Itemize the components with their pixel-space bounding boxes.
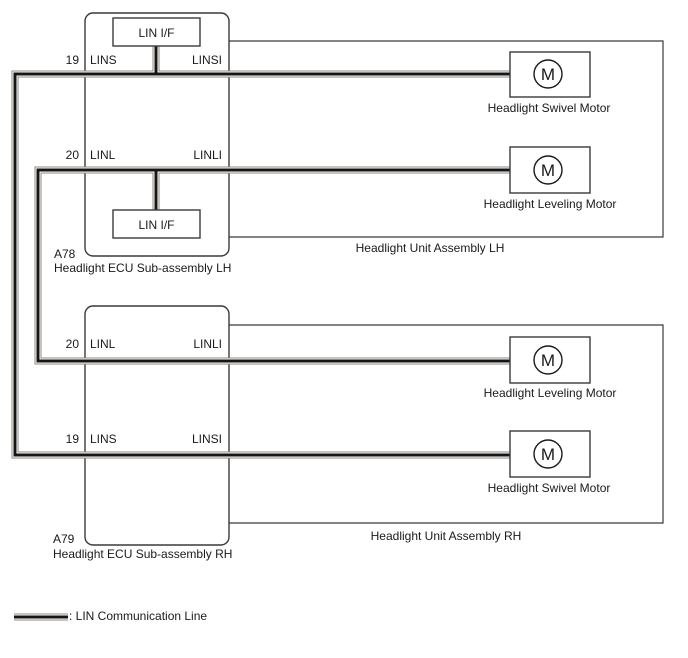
ecu-rh-box (84, 305, 230, 546)
unit-rh-outline (229, 324, 664, 524)
unit-rh-name: Headlight Unit Assembly RH (371, 529, 522, 543)
unit-lh-outline (229, 40, 664, 238)
svg-text:M: M (541, 445, 555, 464)
ecu-lh-pin19-left: LINS (90, 53, 117, 67)
rh-swivel-motor-label: Headlight Swivel Motor (488, 481, 611, 495)
svg-text:M: M (541, 161, 555, 180)
ecu-lh-pin20-right: LINLI (193, 148, 222, 162)
lin-if-bottom-label: LIN I/F (138, 218, 174, 232)
ecu-lh-pin19-number: 19 (66, 53, 80, 67)
lin-line-leveling (34, 166, 510, 365)
ecu-lh-pin19-right: LINSI (192, 53, 222, 67)
lin-if-top-label: LIN I/F (138, 26, 174, 40)
ecu-rh-connector: A79 (53, 532, 75, 546)
ecu-lh-pin20-left: LINL (90, 148, 116, 162)
ecu-rh-name: Headlight ECU Sub-assembly RH (53, 547, 232, 561)
legend-label: : LIN Communication Line (69, 609, 207, 623)
svg-text:M: M (541, 351, 555, 370)
ecu-rh-pin20-right: LINLI (193, 337, 222, 351)
motor-icon (533, 59, 563, 89)
ecu-lh-pin20-number: 20 (66, 148, 80, 162)
rh-leveling-motor-label: Headlight Leveling Motor (484, 386, 617, 400)
ecu-rh-pin20-left: LINL (90, 337, 116, 351)
motor-icon (533, 439, 563, 469)
lh-swivel-motor-label: Headlight Swivel Motor (488, 101, 611, 115)
lin-if-box-bottom (112, 209, 201, 239)
svg-text:M: M (541, 65, 555, 84)
ecu-rh-pin19-number: 19 (66, 432, 80, 446)
ecu-lh-connector: A78 (54, 247, 76, 261)
ecu-rh-pin20-number: 20 (66, 337, 80, 351)
lh-swivel-motor: M (509, 51, 591, 98)
rh-swivel-motor: M (509, 430, 591, 478)
ecu-rh-pin19-left: LINS (90, 432, 117, 446)
motor-icon (533, 345, 563, 375)
lh-leveling-motor: M (509, 146, 591, 194)
unit-lh-name: Headlight Unit Assembly LH (356, 241, 505, 255)
motor-icon (533, 155, 563, 185)
rh-leveling-motor: M (509, 336, 591, 384)
lin-if-box-top (112, 17, 201, 47)
ecu-lh-name: Headlight ECU Sub-assembly LH (54, 261, 231, 275)
ecu-rh-pin19-right: LINSI (192, 432, 222, 446)
lh-leveling-motor-label: Headlight Leveling Motor (484, 197, 617, 211)
lin-line-swivel (11, 46, 510, 459)
